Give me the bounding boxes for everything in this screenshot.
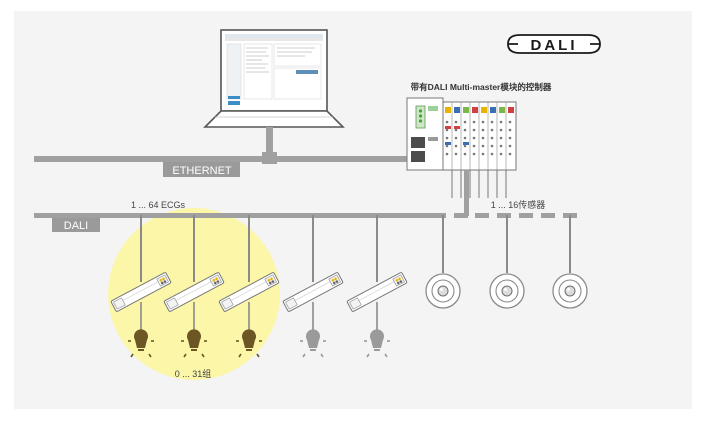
sensor-range-label: 1 ... 16传感器 [491,199,546,210]
sensor-column-3 [552,215,588,309]
ecg-column-2 [163,215,225,358]
ecg-range-label: 1 ... 64 ECGs [131,200,186,210]
group-label: 0 ... 31组 [175,368,212,379]
ecg-column-3 [218,215,280,358]
ethernet-label: ETHERNET [172,165,232,177]
controller-icon [406,97,517,198]
ecg-column-1 [110,215,172,358]
sensor-icon [552,273,588,309]
controller-connector [464,170,469,216]
dali-label-box [52,218,100,232]
dali-logo-icon: DALI [507,34,601,54]
sensor-icon [489,273,525,309]
laptop-connector [266,127,273,158]
sensor-column-1 [425,215,461,309]
sensor-icon [425,273,461,309]
ecg-column-4 [282,215,344,358]
laptop-icon [203,29,345,128]
dali-logo-text: DALI [531,37,578,54]
ethernet-bus [34,156,412,162]
dali-label: DALI [64,220,88,232]
dali-bus [34,213,446,218]
diagram-panel [14,11,692,409]
ethernet-label-box [163,162,240,177]
ecg-column-5 [346,215,408,358]
sensor-column-2 [489,215,525,309]
controller-label: 带有DALI Multi-master模块的控制器 [411,82,552,92]
